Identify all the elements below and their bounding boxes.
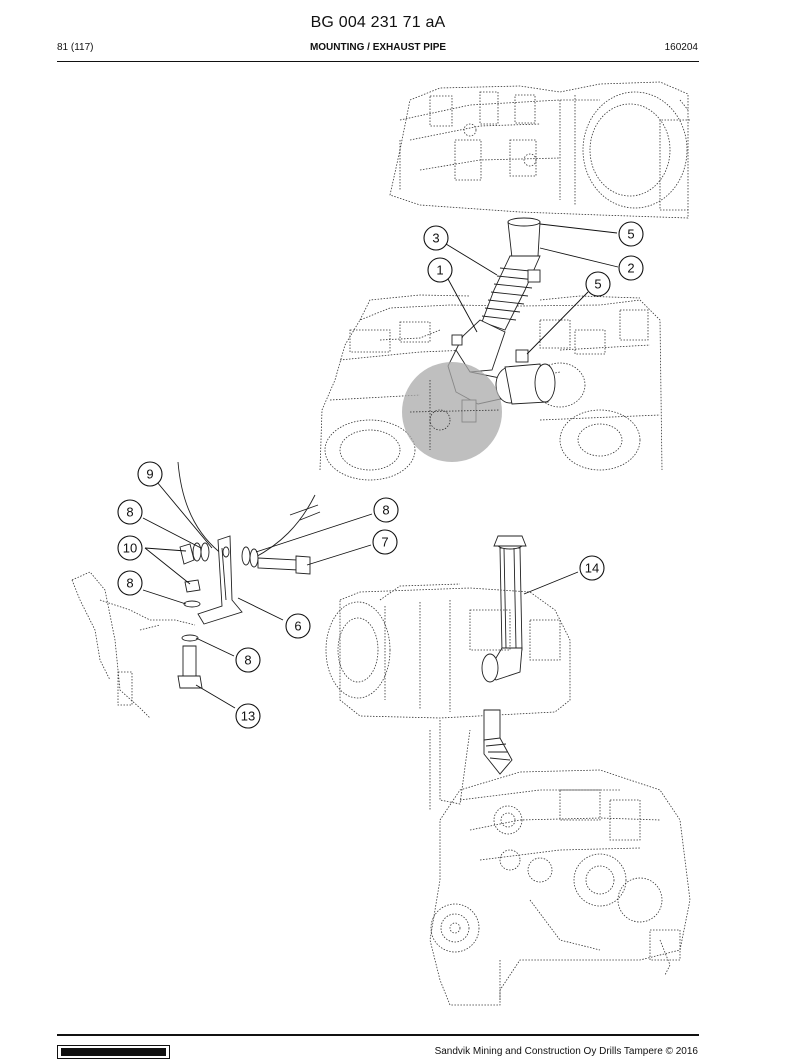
callout-1: 1	[427, 257, 453, 283]
callout-label: 8	[382, 503, 389, 518]
callout-13: 13	[235, 703, 261, 729]
callout-8-bottom: 8	[235, 647, 261, 673]
callout-label: 5	[627, 227, 634, 242]
date-code: 160204	[664, 42, 698, 53]
callout-label: 13	[241, 709, 255, 724]
callout-label: 14	[585, 561, 599, 576]
callout-label: 6	[294, 619, 301, 634]
bracket-detail-view	[71, 461, 321, 719]
callout-label: 8	[244, 653, 251, 668]
leader-lines	[142, 223, 619, 709]
callout-8-upper-left: 8	[117, 499, 143, 525]
page-number: 81 (117)	[57, 42, 94, 53]
callout-7: 7	[372, 529, 398, 555]
callout-8-upper-right: 8	[373, 497, 399, 523]
callout-label: 5	[594, 277, 601, 292]
callout-9: 9	[137, 461, 163, 487]
top-engine-view	[319, 81, 690, 481]
callout-6: 6	[285, 613, 311, 639]
callout-14: 14	[579, 555, 605, 581]
section-title: MOUNTING / EXHAUST PIPE	[309, 42, 447, 53]
callout-label: 9	[146, 467, 153, 482]
header-rule	[57, 61, 699, 62]
highlight-marker	[402, 362, 502, 462]
callout-label: 10	[123, 541, 137, 556]
callout-label: 2	[627, 261, 634, 276]
footer-rule	[57, 1034, 699, 1036]
copyright-notice: Sandvik Mining and Construction Oy Drill…	[434, 1046, 698, 1057]
callout-2: 2	[618, 255, 644, 281]
callout-5-top: 5	[618, 221, 644, 247]
callout-8-lower-left: 8	[117, 570, 143, 596]
document-number: BG 004 231 71 aA	[310, 14, 446, 31]
callout-5-middle: 5	[585, 271, 611, 297]
callout-10: 10	[117, 535, 143, 561]
callout-label: 7	[381, 535, 388, 550]
bottom-engine-view	[325, 535, 691, 1006]
callout-label: 1	[436, 263, 443, 278]
callout-label: 8	[126, 505, 133, 520]
callout-3: 3	[423, 225, 449, 251]
callout-label: 3	[432, 231, 439, 246]
sandvik-logo	[57, 1045, 170, 1059]
callout-label: 8	[126, 576, 133, 591]
